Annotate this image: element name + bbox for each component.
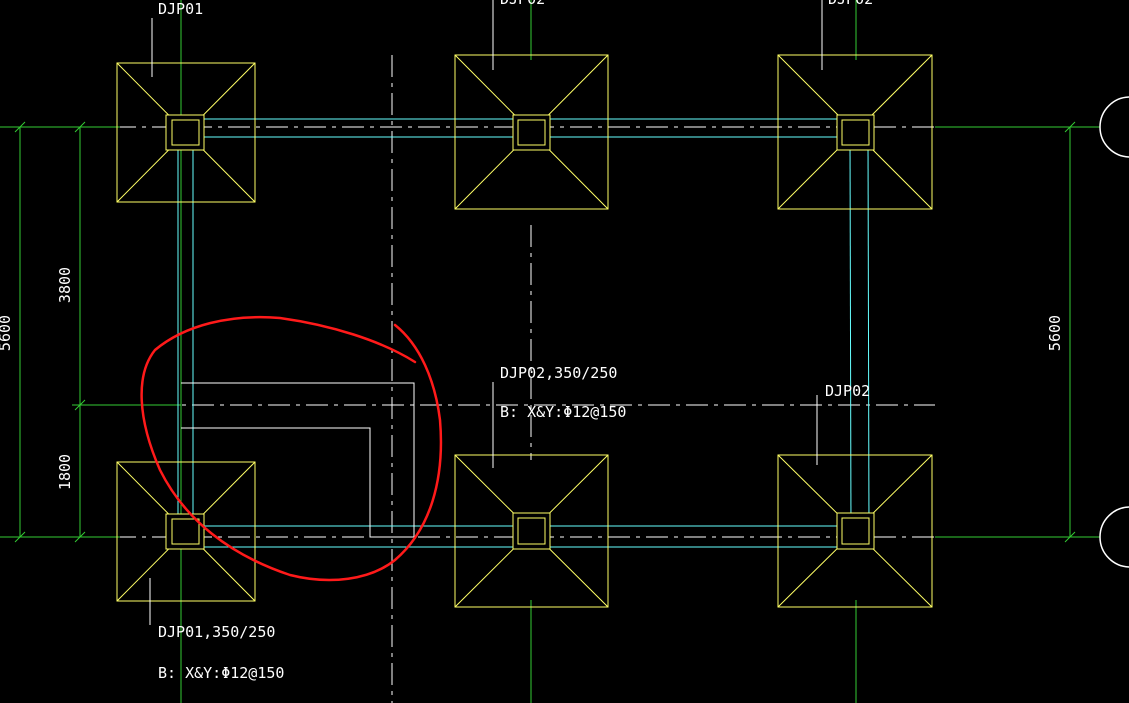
dim-left-upper: 3800 xyxy=(56,267,74,303)
dim-tick-5 xyxy=(74,531,86,543)
footing-top-mid xyxy=(454,54,609,210)
footing-bottom-mid xyxy=(454,454,609,608)
label-top-mid: DJP02 xyxy=(500,0,545,8)
dim-tick-4 xyxy=(74,399,86,411)
label-bottom-callout-2: B: X&Y:Φ12@150 xyxy=(158,664,284,682)
dim-right-total: 5600 xyxy=(1046,315,1064,351)
axis-bubble-bottom xyxy=(1099,506,1129,568)
label-top-left: DJP01 xyxy=(158,0,203,18)
footings xyxy=(116,54,933,608)
footing-bottom-right xyxy=(777,454,933,608)
label-mid-callout-2: B: X&Y:Φ12@150 xyxy=(500,403,626,421)
dim-left-total: 5600 xyxy=(0,315,14,351)
dim-left-lower: 1800 xyxy=(56,454,74,490)
axis-bubbles xyxy=(1099,96,1129,568)
beam-right-b xyxy=(867,136,870,538)
axis-bubble-top xyxy=(1099,96,1129,158)
beam-right-a xyxy=(849,136,852,538)
label-bottom-callout-1: DJP01,350/250 xyxy=(158,623,275,641)
footing-top-left xyxy=(116,62,256,203)
leader-lines xyxy=(149,0,823,625)
label-mid-right: DJP02 xyxy=(825,382,870,400)
dim-tick-2 xyxy=(14,531,26,543)
markup-circle xyxy=(140,315,443,582)
slab-outline xyxy=(181,382,415,538)
dimension-lines xyxy=(14,121,1076,543)
dim-tick-6 xyxy=(1064,121,1076,133)
footing-top-right xyxy=(777,54,933,210)
dim-tick-3 xyxy=(74,121,86,133)
label-top-right: DJP02 xyxy=(828,0,873,8)
label-mid-callout-1: DJP02,350/250 xyxy=(500,364,617,382)
grid-lines-green xyxy=(0,0,1100,703)
dim-tick-7 xyxy=(1064,531,1076,543)
footing-bottom-left xyxy=(116,461,256,602)
beams xyxy=(177,118,872,548)
dim-tick-1 xyxy=(14,121,26,133)
